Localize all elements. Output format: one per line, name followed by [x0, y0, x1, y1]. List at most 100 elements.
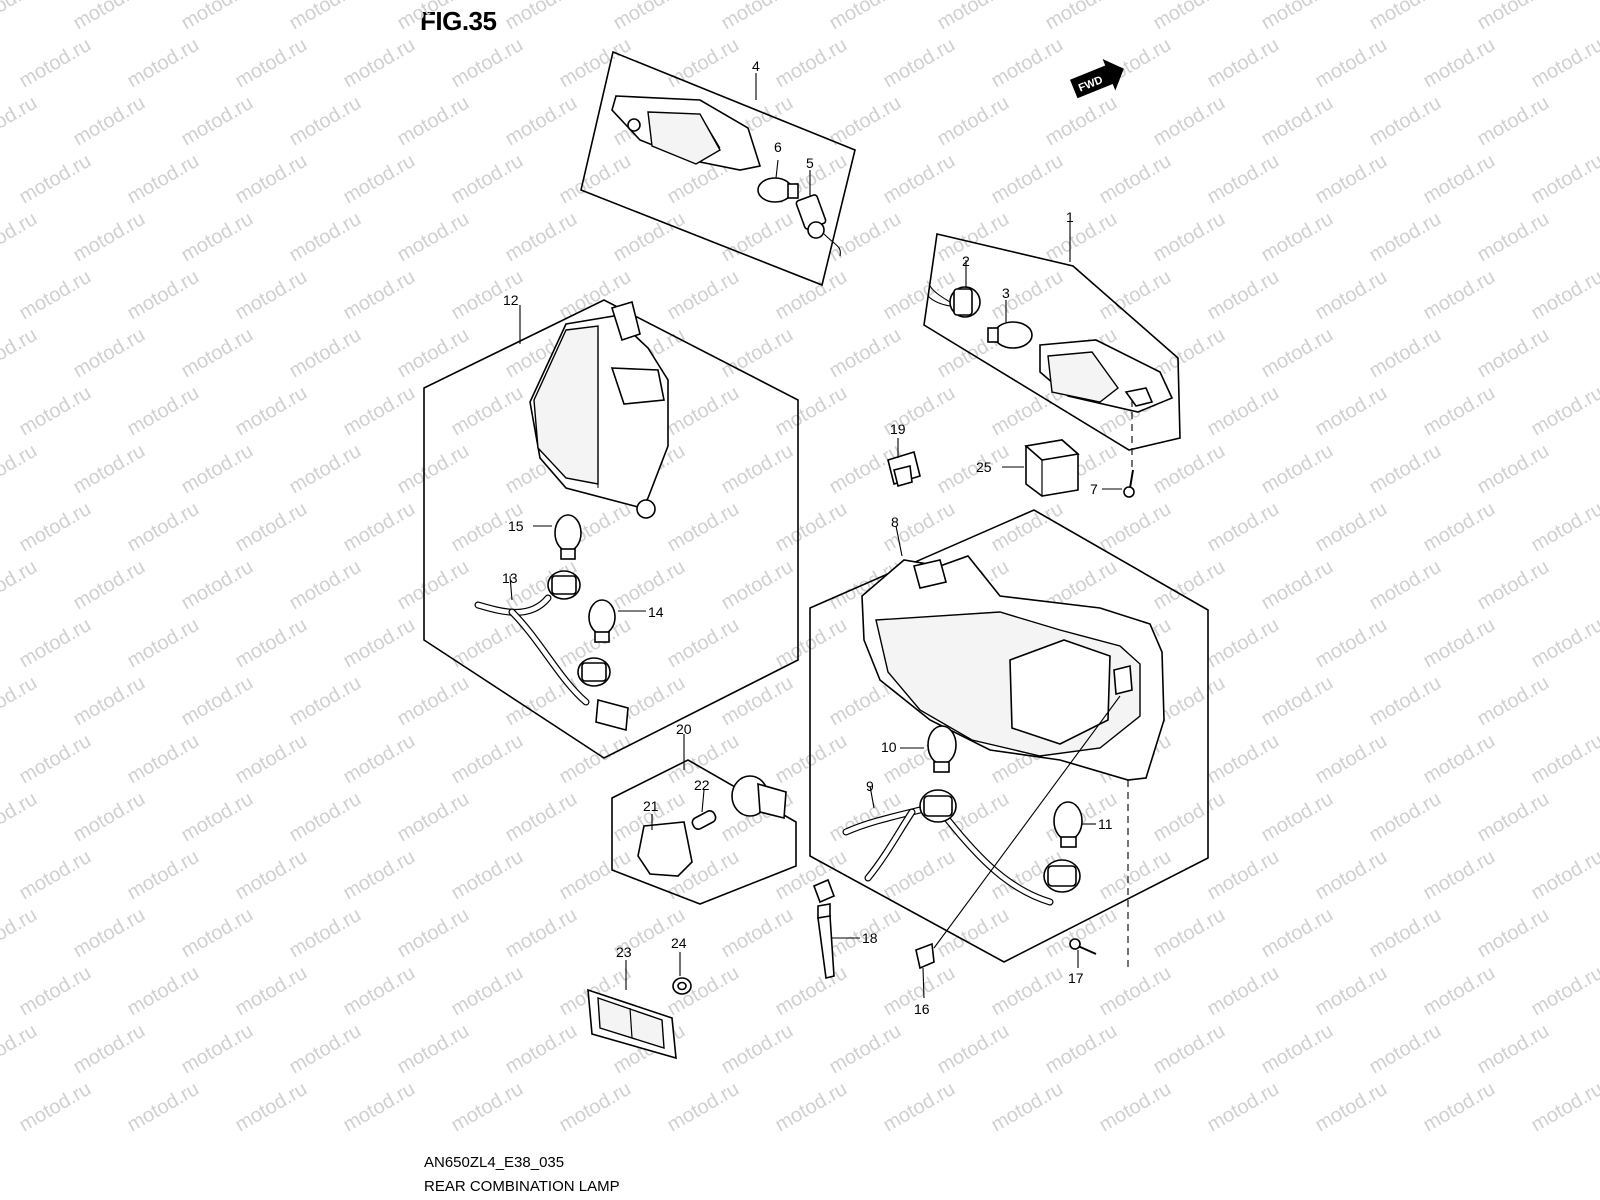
watermark-text: motod.ru: [232, 1078, 311, 1137]
watermark-text: motod.ru: [1366, 440, 1445, 499]
watermark-text: motod.ru: [1258, 904, 1337, 963]
watermark-text: motod.ru: [232, 34, 311, 93]
watermark-text: motod.ru: [1366, 92, 1445, 151]
group-box-1: [923, 233, 1181, 451]
watermark-text: motod.ru: [1366, 0, 1445, 34]
watermark-text: motod.ru: [664, 382, 743, 441]
watermark-text: motod.ru: [1312, 1078, 1391, 1137]
watermark-text: motod.ru: [286, 1020, 365, 1079]
watermark-text: motod.ru: [1312, 150, 1391, 209]
watermark-text: motod.ru: [0, 0, 41, 34]
callout-9: 9: [866, 778, 874, 794]
watermark-text: motod.ru: [1474, 324, 1553, 383]
watermark-text: motod.ru: [1366, 672, 1445, 731]
watermark-text: motod.ru: [16, 34, 95, 93]
watermark-text: motod.ru: [232, 730, 311, 789]
watermark-text: motod.ru: [232, 962, 311, 1021]
callout-19: 19: [890, 421, 906, 437]
watermark-text: motod.ru: [340, 730, 419, 789]
watermark-text: motod.ru: [232, 266, 311, 325]
cable-tie-18: [812, 878, 836, 979]
watermark-text: motod.ru: [1528, 266, 1600, 325]
watermark-text: motod.ru: [988, 266, 1067, 325]
watermark-text: motod.ru: [1096, 266, 1175, 325]
watermark-text: motod.ru: [1420, 1078, 1499, 1137]
rear-turn-signal-right: [1039, 339, 1174, 413]
watermark-text: motod.ru: [0, 904, 41, 963]
watermark-text: motod.ru: [16, 846, 95, 905]
callout-5: 5: [806, 155, 814, 171]
watermark-text: motod.ru: [1312, 498, 1391, 557]
watermark-text: motod.ru: [448, 1078, 527, 1137]
watermark-text: motod.ru: [178, 0, 257, 34]
screw-17: [1069, 938, 1097, 955]
watermark-text: motod.ru: [16, 1078, 95, 1137]
watermark-text: motod.ru: [502, 92, 581, 151]
watermark-text: motod.ru: [1258, 788, 1337, 847]
watermark-text: motod.ru: [124, 962, 203, 1021]
watermark-text: motod.ru: [1150, 904, 1229, 963]
watermark-text: motod.ru: [1258, 556, 1337, 615]
front-turn-signal-left: [611, 95, 762, 171]
group-box-12: [423, 299, 799, 759]
watermark-text: motod.ru: [16, 962, 95, 1021]
watermark-text: motod.ru: [286, 208, 365, 267]
watermark-text: motod.ru: [394, 208, 473, 267]
watermark-text: motod.ru: [934, 0, 1013, 34]
watermark-text: motod.ru: [1258, 324, 1337, 383]
watermark-text: motod.ru: [1096, 498, 1175, 557]
watermark-text: motod.ru: [16, 266, 95, 325]
group-box-8: [809, 509, 1209, 963]
watermark-text: motod.ru: [0, 324, 41, 383]
watermark-text: motod.ru: [70, 672, 149, 731]
screw-7: [1123, 469, 1135, 498]
watermark-text: motod.ru: [934, 208, 1013, 267]
watermark-text: motod.ru: [1528, 730, 1600, 789]
watermark-text: motod.ru: [772, 498, 851, 557]
socket-5: [795, 194, 841, 257]
watermark-text: motod.ru: [0, 208, 41, 267]
watermark-text: motod.ru: [1312, 730, 1391, 789]
watermark-text: motod.ru: [340, 1078, 419, 1137]
watermark-text: motod.ru: [70, 904, 149, 963]
watermark-text: motod.ru: [448, 34, 527, 93]
watermark-text: motod.ru: [1366, 556, 1445, 615]
watermark-text: motod.ru: [934, 1020, 1013, 1079]
callout-24: 24: [671, 935, 687, 951]
watermark-text: motod.ru: [772, 34, 851, 93]
group-box-4: [580, 50, 856, 287]
watermark-text: motod.ru: [1204, 846, 1283, 905]
watermark-text: motod.ru: [1528, 382, 1600, 441]
watermark-text: motod.ru: [70, 1020, 149, 1079]
watermark-text: motod.ru: [448, 846, 527, 905]
watermark-text: motod.ru: [16, 730, 95, 789]
watermark-text: motod.ru: [286, 92, 365, 151]
watermark-text: motod.ru: [70, 556, 149, 615]
watermark-text: motod.ru: [394, 92, 473, 151]
watermark-text: motod.ru: [70, 208, 149, 267]
watermark-text: motod.ru: [394, 0, 473, 34]
watermark-text: motod.ru: [16, 614, 95, 673]
watermark-text: motod.ru: [1096, 150, 1175, 209]
watermark-text: motod.ru: [1312, 34, 1391, 93]
watermark-text: motod.ru: [394, 672, 473, 731]
watermark-text: motod.ru: [124, 846, 203, 905]
callout-22: 22: [694, 777, 710, 793]
watermark-text: motod.ru: [1204, 730, 1283, 789]
watermark-text: motod.ru: [826, 1020, 905, 1079]
watermark-text: motod.ru: [1204, 150, 1283, 209]
watermark-text: motod.ru: [340, 34, 419, 93]
watermark-text: motod.ru: [718, 208, 797, 267]
diagram-code: AN650ZL4_E38_035: [424, 1154, 565, 1171]
watermark-text: motod.ru: [178, 788, 257, 847]
watermark-text: motod.ru: [1150, 0, 1229, 34]
watermark-text: motod.ru: [124, 730, 203, 789]
watermark-text: motod.ru: [340, 962, 419, 1021]
watermark-text: motod.ru: [232, 846, 311, 905]
callout-17: 17: [1068, 970, 1084, 986]
watermark-text: motod.ru: [1474, 556, 1553, 615]
watermark-text: motod.ru: [16, 498, 95, 557]
watermark-text: motod.ru: [1258, 672, 1337, 731]
watermark-text: motod.ru: [394, 1020, 473, 1079]
watermark-text: motod.ru: [1420, 614, 1499, 673]
